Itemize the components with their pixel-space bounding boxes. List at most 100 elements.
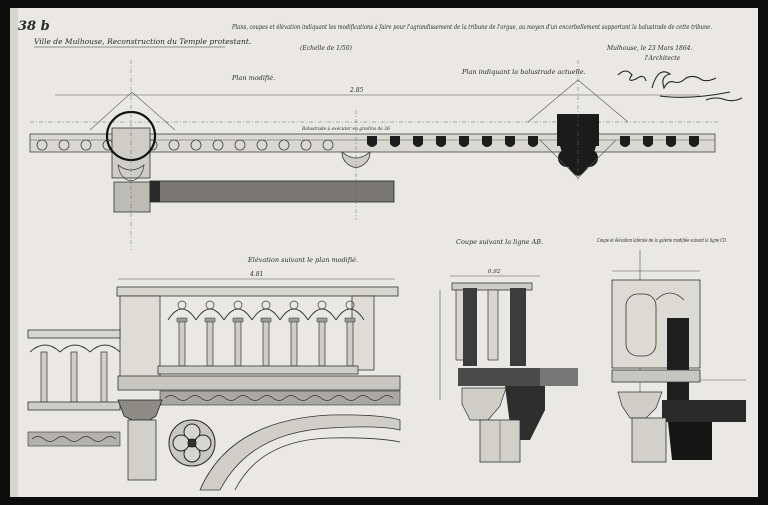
- plan-balusters-left: [36, 139, 334, 151]
- section-ab-floor-light: [540, 368, 578, 386]
- plan-baluster-solid: [666, 136, 676, 147]
- elevation-arch: [199, 414, 401, 491]
- arcade-capital: [316, 317, 328, 323]
- arcade-colonnette: [346, 319, 354, 367]
- plan-baluster: [322, 139, 334, 151]
- arcade-capital: [344, 317, 356, 323]
- plan-baluster-solid: [436, 136, 446, 147]
- scan-border-right: [758, 0, 768, 505]
- quatrefoil-ornament: [168, 419, 216, 467]
- section-cd-panel: [625, 293, 657, 357]
- plan-baluster: [256, 139, 268, 151]
- arcade-trefoil: [261, 300, 271, 310]
- left-colonnette: [100, 351, 108, 403]
- plan-dimension-label: 2.85: [349, 87, 364, 94]
- title-section-cd: Coupe et élévation latérale de la galeri…: [597, 237, 727, 244]
- elevation-right-post: [351, 295, 375, 371]
- section-ab-mid-post: [487, 289, 499, 361]
- plan-baluster: [80, 139, 92, 151]
- arcade-trefoil: [345, 300, 355, 310]
- paper-shadow-left: [10, 8, 18, 497]
- elevation-base-rail: [157, 365, 359, 375]
- section-cd-cornice: [611, 369, 701, 383]
- plan-baluster-solid: [689, 136, 699, 147]
- elevation-dimension-label: 4.81: [249, 271, 263, 278]
- title-plan-modified: Plan modifié.: [231, 74, 275, 82]
- plan-corbel-band: [149, 180, 395, 203]
- title-left: Ville de Mulhouse, Reconstruction du Tem…: [34, 37, 251, 46]
- elevation-left-rail: [27, 329, 121, 339]
- section-ab: 0.92: [439, 269, 578, 463]
- left-arcade-arch: [59, 344, 91, 353]
- elevation-view: 4.81: [27, 271, 401, 491]
- elevation-frieze: [159, 390, 401, 406]
- section-cd: [611, 250, 746, 463]
- elevation-left-base: [27, 401, 121, 411]
- elevation-left-frieze-ornament: [31, 436, 117, 442]
- section-cd-column: [631, 417, 667, 463]
- arcade-trefoil: [205, 300, 215, 310]
- sheet-number: 38 b: [18, 19, 50, 34]
- place-date: Mulhouse, le 23 Mars 1864.: [606, 45, 692, 52]
- arcade-capital: [288, 317, 300, 323]
- arcade-capital: [232, 317, 244, 323]
- arcade-capital: [176, 317, 188, 323]
- arcade-trefoil: [233, 300, 243, 310]
- left-colonnette: [70, 351, 78, 403]
- arcade-trefoil: [289, 300, 299, 310]
- arcade-trefoil: [317, 300, 327, 310]
- plan-baluster-solid: [505, 136, 515, 147]
- title-elevation: Elévation suivant le plan modifié.: [247, 256, 358, 264]
- left-arcade-arch: [29, 344, 61, 353]
- plan-baluster: [168, 139, 180, 151]
- elevation-handrail: [116, 286, 399, 297]
- title-section-ab: Coupe suivant la ligne AB.: [456, 238, 543, 246]
- plan-baluster: [278, 139, 290, 151]
- plan-baluster: [36, 139, 48, 151]
- elevation-arch-inner: [234, 437, 401, 491]
- plan-baluster-solid: [528, 136, 538, 147]
- elevation-left-post: [119, 295, 161, 381]
- arcade-colonnette: [234, 319, 242, 367]
- arcade-colonnette: [178, 319, 186, 367]
- plan-baluster: [234, 139, 246, 151]
- plan-baluster-solid: [367, 136, 377, 147]
- architect-signature: [617, 70, 743, 102]
- plan-annotation: Balustrade à exécuter en gradins de 36: [301, 127, 390, 132]
- scan-border-bottom: [0, 497, 768, 505]
- plan-baluster-solid: [620, 136, 630, 147]
- plan-baluster-solid: [482, 136, 492, 147]
- arcade-capital: [260, 317, 272, 323]
- plan-baluster-solid: [413, 136, 423, 147]
- plan-baluster-solid: [459, 136, 469, 147]
- approval-label: l'Architecte: [645, 55, 681, 62]
- scale-note: (Echelle de 1/50): [300, 45, 353, 52]
- section-cd-support: [668, 422, 712, 460]
- plan-corbel-band-left: [150, 181, 160, 202]
- section-cd-post: [667, 318, 689, 400]
- arcade-colonnette: [318, 319, 326, 367]
- plan-baluster-solid: [390, 136, 400, 147]
- arcade-colonnette: [206, 319, 214, 367]
- elevation-column: [127, 419, 157, 481]
- left-colonnette: [40, 351, 48, 403]
- elevation-arcade: [167, 300, 365, 367]
- title-main: Plans, coupes et élévation indiquant les…: [231, 23, 712, 31]
- title-plan-existing: Plan indiquant la balustrade actuelle.: [461, 68, 586, 76]
- elevation-frieze-ornament: [164, 395, 394, 401]
- arcade-trefoil: [177, 300, 187, 310]
- arcade-capital: [204, 317, 216, 323]
- elevation-cornice: [117, 375, 401, 391]
- plan-baluster: [58, 139, 70, 151]
- elevation-left-balusters: [29, 344, 121, 403]
- section-cd-floor: [662, 400, 746, 422]
- section-ab-baluster-1: [463, 288, 477, 366]
- section-cd-arch-motif: [655, 292, 685, 301]
- plan-balusters-right: [367, 136, 699, 147]
- section-ab-baluster-2: [510, 288, 526, 366]
- arcade-colonnette: [290, 319, 298, 367]
- plan-baluster: [212, 139, 224, 151]
- arcade-colonnette: [262, 319, 270, 367]
- section-ab-dimension-label: 0.92: [488, 269, 501, 275]
